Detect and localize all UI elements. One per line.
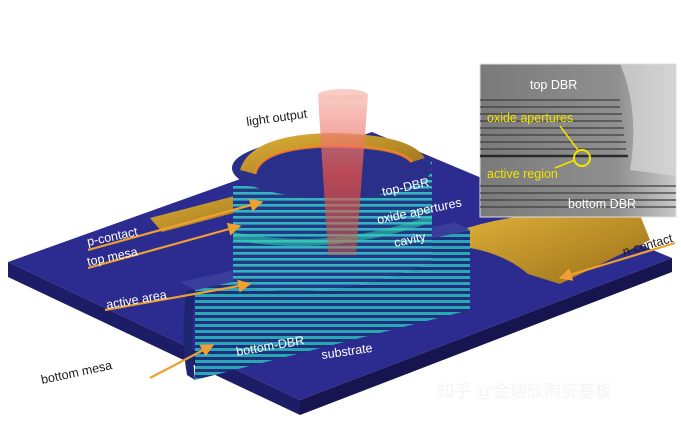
label-arrows bbox=[87, 198, 676, 379]
inset-label-oxide-apertures: oxide apertures bbox=[487, 111, 573, 125]
label-cavity: cavity bbox=[393, 229, 428, 249]
inset-layer-lines bbox=[480, 99, 676, 208]
light-beam-top bbox=[318, 89, 368, 101]
watermark: 知乎 @金瑞欣陶瓷基板 bbox=[437, 382, 612, 401]
top-ring-contact bbox=[240, 133, 425, 174]
p-contact-strip bbox=[150, 192, 260, 232]
light-beam bbox=[318, 95, 368, 255]
aperture-marker-circle bbox=[573, 149, 591, 167]
label-light-output: light output bbox=[245, 107, 308, 129]
n-contact-pad bbox=[455, 212, 650, 284]
inset-label-active-region: active region bbox=[487, 167, 558, 181]
sem-inset: top DBR oxide apertures active region bo… bbox=[479, 63, 677, 218]
inset-label-top-dbr: top DBR bbox=[530, 78, 577, 92]
inset-label-bottom-dbr: bottom DBR bbox=[568, 197, 636, 211]
label-bottom-mesa: bottom mesa bbox=[40, 358, 114, 387]
